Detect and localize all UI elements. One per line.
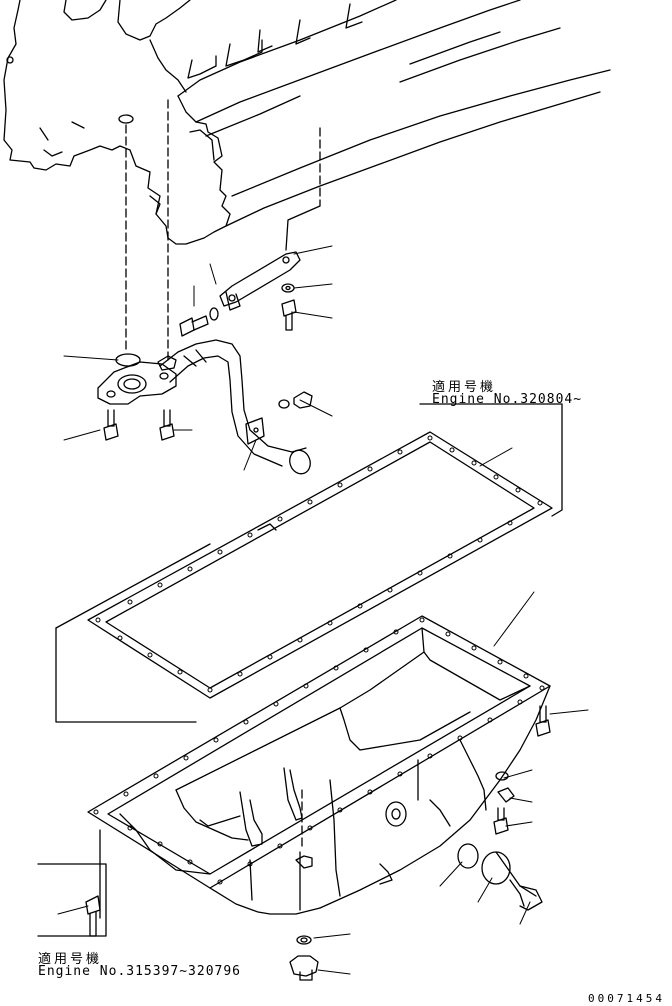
- engine-block: [3, 0, 611, 245]
- leader-lines: [99, 199, 419, 919]
- upper-note-jp: 適用号機: [432, 380, 497, 395]
- block-plug-circle: [118, 114, 134, 124]
- lower-note-jp: 適用号機: [38, 952, 103, 967]
- support-stay: [219, 251, 301, 311]
- oil-pan: [87, 615, 551, 915]
- callout-leaders: [57, 245, 589, 975]
- lower-note-box: [37, 863, 107, 937]
- upper-note-bracket-diagonal: [55, 543, 211, 629]
- upper-note-bracket: [55, 627, 197, 723]
- oil-strainer-assembly: [97, 339, 311, 475]
- assembly-centerlines: [125, 99, 321, 851]
- oil-pan-gasket: [87, 431, 553, 699]
- upper-note-leader: [419, 403, 563, 517]
- lower-note-engine: Engine No.315397~320796: [38, 964, 242, 979]
- figure-number: 00071454: [588, 992, 665, 1005]
- lower-hardware: [85, 705, 551, 981]
- upper-hardware: [103, 283, 313, 441]
- upper-note-engine: Engine No.320804~: [432, 392, 583, 407]
